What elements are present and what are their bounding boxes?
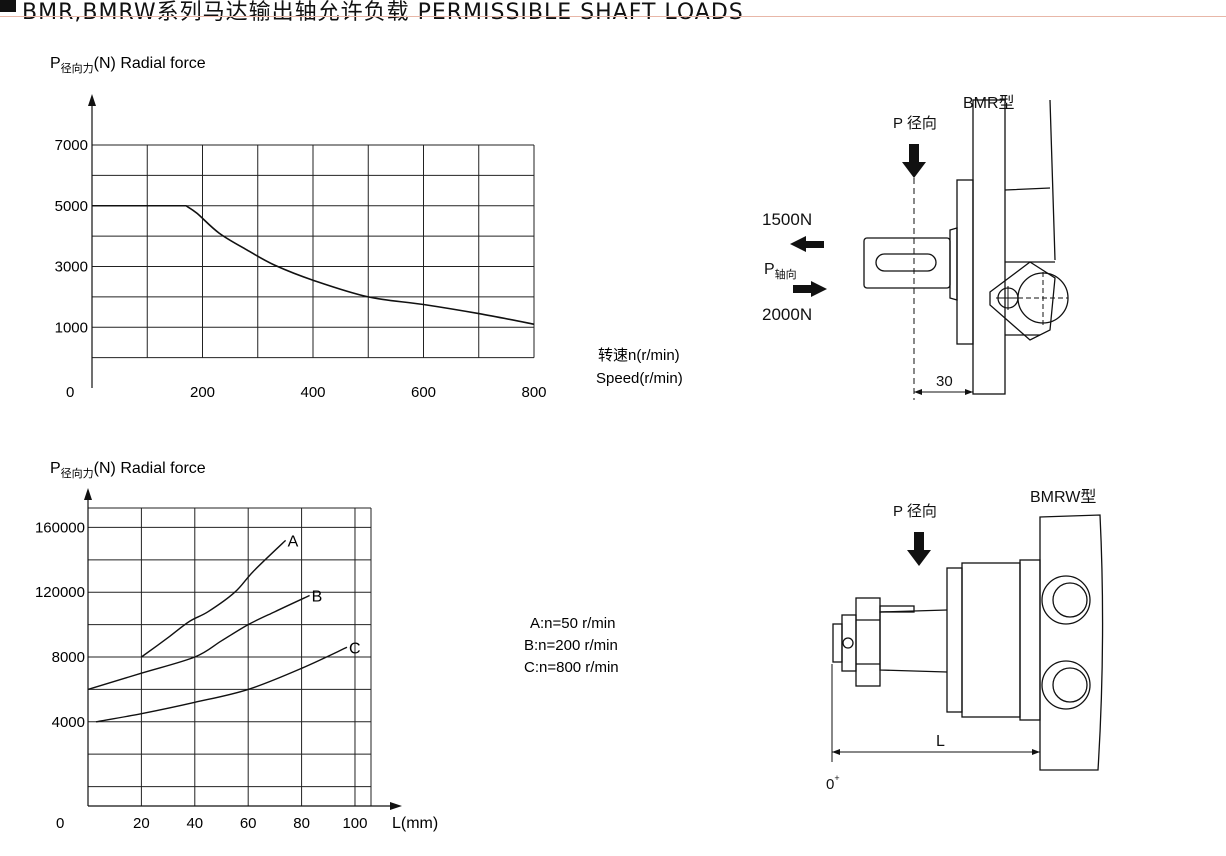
chart2-x-tick-label: 60 [240,815,257,832]
chart1-x-label-cn: 转速n(r/min) [598,347,680,364]
chart2-series-c-label: C [349,640,361,657]
chart2-series-c-line [95,646,348,723]
chart2-y-tick-label: 4000 [52,714,85,731]
chart1-tick-labels: 1000 3000 5000 7000 200 400 600 800 [55,137,547,401]
bmr-flange [972,99,1006,395]
chart2-series-a-line [140,539,287,658]
legend-line-b: B:n=200 r/min [524,637,618,654]
chart2-x-tick-label: 80 [293,815,310,832]
bmr-radial-arrow-icon [902,144,926,178]
chart1-y-label: P径向力(N) Radial force [50,55,206,75]
legend-line-c: C:n=800 r/min [524,659,619,676]
bmrw-radial-label: P 径向 [893,503,937,520]
bmr-axial-arrow-right-icon [793,281,827,297]
bmr-shaft [863,237,951,289]
bmr-keyway [875,253,937,272]
bmr-force-right: 2000N [762,305,812,324]
bmr-port-lug [989,261,1056,341]
bmrw-port-lower-inner [1052,667,1088,703]
chart1-axes [88,94,96,388]
legend-line-a: A:n=50 r/min [530,615,615,632]
bmrw-shaft-tip [841,614,857,672]
bmr-force-left: 1500N [762,210,812,229]
bmrw-radial-arrow-icon [907,532,931,566]
chart2-series-b-label: B [312,588,323,605]
bmrw-shaft-end [832,623,843,663]
chart1-x-tick-label: 800 [521,384,546,401]
chart2-x-axis-arrow-icon [390,802,402,810]
chart2-grid [88,507,372,806]
chart2-origin-label: 0 [56,815,64,832]
bmrw-motor-diagram: BMRW型 P 径向 L 0+ [826,488,1104,793]
bmr-seal [949,227,958,301]
chart2-x-tick-label: 100 [342,815,367,832]
bmr-collar [956,179,974,345]
title-square-icon [0,0,16,12]
chart2-y-tick-label: 120000 [35,584,85,601]
chart1-series-line [92,204,535,325]
chart2-y-label: P径向力(N) Radial force [50,460,206,480]
bmrw-body [961,562,1021,718]
bmrw-pin-icon [842,637,854,649]
chart1-y-tick-label: 1000 [55,319,88,336]
bmrw-flange [1019,559,1041,721]
bmrw-port-lower-icon [1041,660,1091,710]
chart1-origin-label: 0 [66,384,74,401]
bmrw-housing [1039,514,1104,771]
radial-force-vs-speed-chart: 1000 3000 5000 7000 200 400 600 800 P径向力(N) Rad… [50,55,683,401]
chart1-x-tick-label: 200 [190,384,215,401]
chart1-x-tick-label: 400 [300,384,325,401]
bmrw-dimension-value: L [936,733,945,750]
chart2-x-tick-label: 20 [133,815,150,832]
bmr-model-label: BMR型 [963,94,1015,112]
bmr-dimension-value: 30 [936,373,953,390]
chart1-x-label-en: Speed(r/min) [596,370,683,387]
chart1-x-tick-label: 600 [411,384,436,401]
title-divider [0,16,1226,17]
chart2-tick-labels: 4000 8000 120000 160000 20 40 60 80 100 [35,519,368,832]
bmr-axial-arrow-left-icon [790,236,824,252]
chart2-y-tick-label: 160000 [35,519,85,536]
chart1-y-axis-arrow-icon [88,94,96,106]
chart2-series-lines: A B C [87,533,361,723]
bmrw-port-upper-icon [1041,575,1091,625]
chart2-y-axis-arrow-icon [84,488,92,500]
bmr-motor-diagram: BMR型 P 径向 1500N P轴向 2000N 30 [762,94,1069,400]
chart1-grid [92,144,535,359]
bmrw-port-upper-inner [1052,582,1088,618]
page-title: BMR,BMRW系列马达输出轴允许负载 PERMISSIBLE SHAFT LO… [22,0,744,25]
chart2-y-tick-label: 8000 [52,649,85,666]
bmrw-nut [855,597,881,687]
chart2-series-b-line [87,594,310,691]
chart1-y-tick-label: 3000 [55,259,88,276]
chart2-x-tick-label: 40 [186,815,203,832]
bmr-axial-label: P轴向 [764,261,797,281]
bmrw-origin-label: 0+ [826,773,840,793]
chart2-x-label: L(mm) [392,815,438,832]
bmr-radial-label: P 径向 [893,115,937,132]
bmrw-model-label: BMRW型 [1030,488,1096,506]
bmrw-taper [879,609,948,673]
chart1-y-tick-label: 7000 [55,137,88,154]
chart1-y-tick-label: 5000 [55,198,88,215]
radial-force-vs-length-chart: 4000 8000 120000 160000 20 40 60 80 100 A B C P径向力… [35,460,619,832]
bmrw-body-step [946,567,963,713]
chart2-series-a-label: A [288,533,299,550]
chart2-axes [84,488,402,810]
bmr-housing-lines [1004,99,1056,336]
